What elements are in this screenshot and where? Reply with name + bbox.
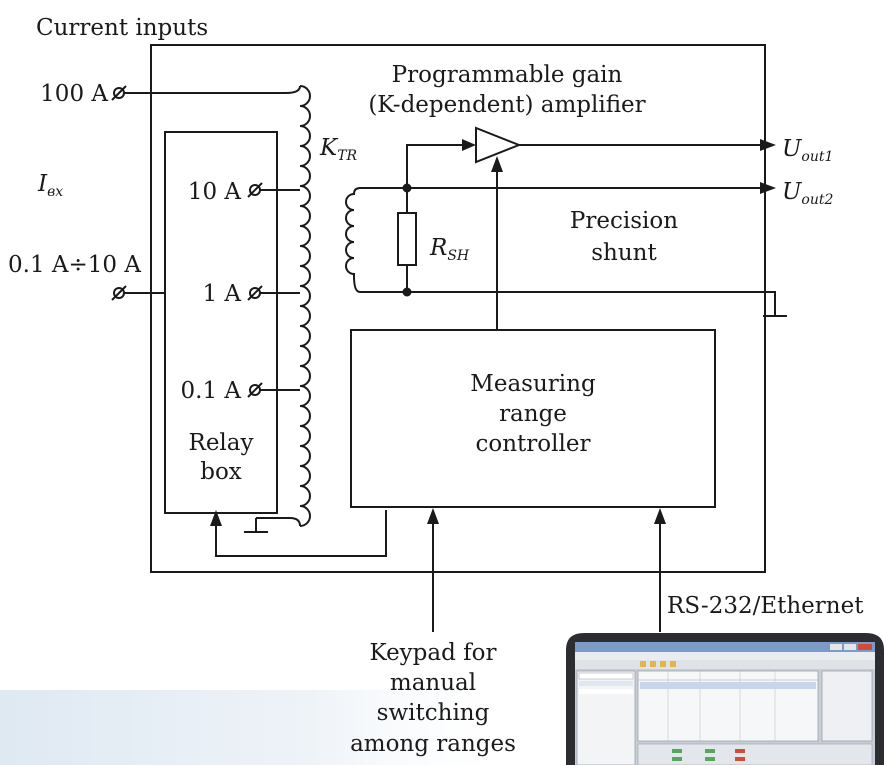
wire-ground-right	[407, 291, 776, 316]
tap-01a-label: 0.1 A	[181, 378, 242, 404]
keypad-label-3: switching	[377, 700, 490, 726]
secondary-winding-coil	[345, 187, 407, 293]
coil-bottom-wire	[256, 517, 301, 527]
terminal-01a-icon	[247, 382, 263, 398]
laptop-icon	[566, 633, 884, 765]
arrow-amp-input	[462, 139, 476, 151]
wire-controller-to-relay	[215, 510, 387, 557]
terminal-100a-icon	[111, 85, 127, 101]
keypad-label-4: among ranges	[350, 731, 516, 757]
wire-to-amp-input	[406, 144, 464, 188]
arrow-keypad	[427, 508, 439, 524]
current-inputs-label: Current inputs	[36, 15, 208, 41]
arrow-uout2	[760, 182, 776, 194]
uout2-label: Uout2	[782, 179, 833, 208]
tap-10a-label: 10 A	[188, 179, 242, 205]
shunt-label-1: Precision	[570, 208, 678, 234]
uout1-label: Uout1	[782, 136, 833, 165]
input-range-label: 0.1 A÷10 A	[8, 252, 141, 278]
arrow-controller-to-amp	[491, 156, 503, 172]
range-controller-box	[350, 329, 716, 508]
background-band	[0, 690, 520, 765]
rsh-label: RSH	[429, 235, 470, 264]
primary-winding-coil	[299, 85, 311, 527]
ground-coil-icon	[244, 518, 268, 533]
relay-box	[164, 131, 278, 514]
terminal-1a-icon	[247, 285, 263, 301]
terminal-range-icon	[111, 285, 127, 301]
shunt-label-2: shunt	[591, 240, 657, 266]
i-bx-label: Iвх	[37, 171, 63, 200]
wire-100a-corner	[285, 85, 301, 94]
input-100a-label: 100 A	[40, 81, 108, 107]
range-controller-label-3: controller	[476, 431, 591, 457]
node-top	[402, 183, 412, 193]
ktr-label: KTR	[319, 135, 358, 164]
amplifier-title-1: Programmable gain	[392, 62, 623, 88]
instrument-box	[150, 44, 766, 573]
relay-box-label-2: box	[200, 459, 242, 485]
range-controller-label-1: Measuring	[470, 371, 596, 397]
shunt-resistor	[397, 212, 417, 266]
rs232-label: RS-232/Ethernet	[667, 593, 864, 619]
tap-1a-label: 1 A	[202, 281, 241, 307]
arrow-to-relay	[210, 510, 222, 526]
keypad-label-1: Keypad for	[370, 640, 497, 666]
range-controller-label-2: range	[499, 401, 567, 427]
relay-box-label-1: Relay	[189, 430, 254, 456]
keypad-label-2: manual	[390, 670, 476, 696]
amplifier-triangle-icon	[475, 126, 522, 164]
arrow-rs232	[654, 508, 666, 524]
terminal-10a-icon	[247, 182, 263, 198]
amplifier-title-2: (K-dependent) amplifier	[368, 92, 645, 118]
arrow-uout1	[760, 139, 776, 151]
